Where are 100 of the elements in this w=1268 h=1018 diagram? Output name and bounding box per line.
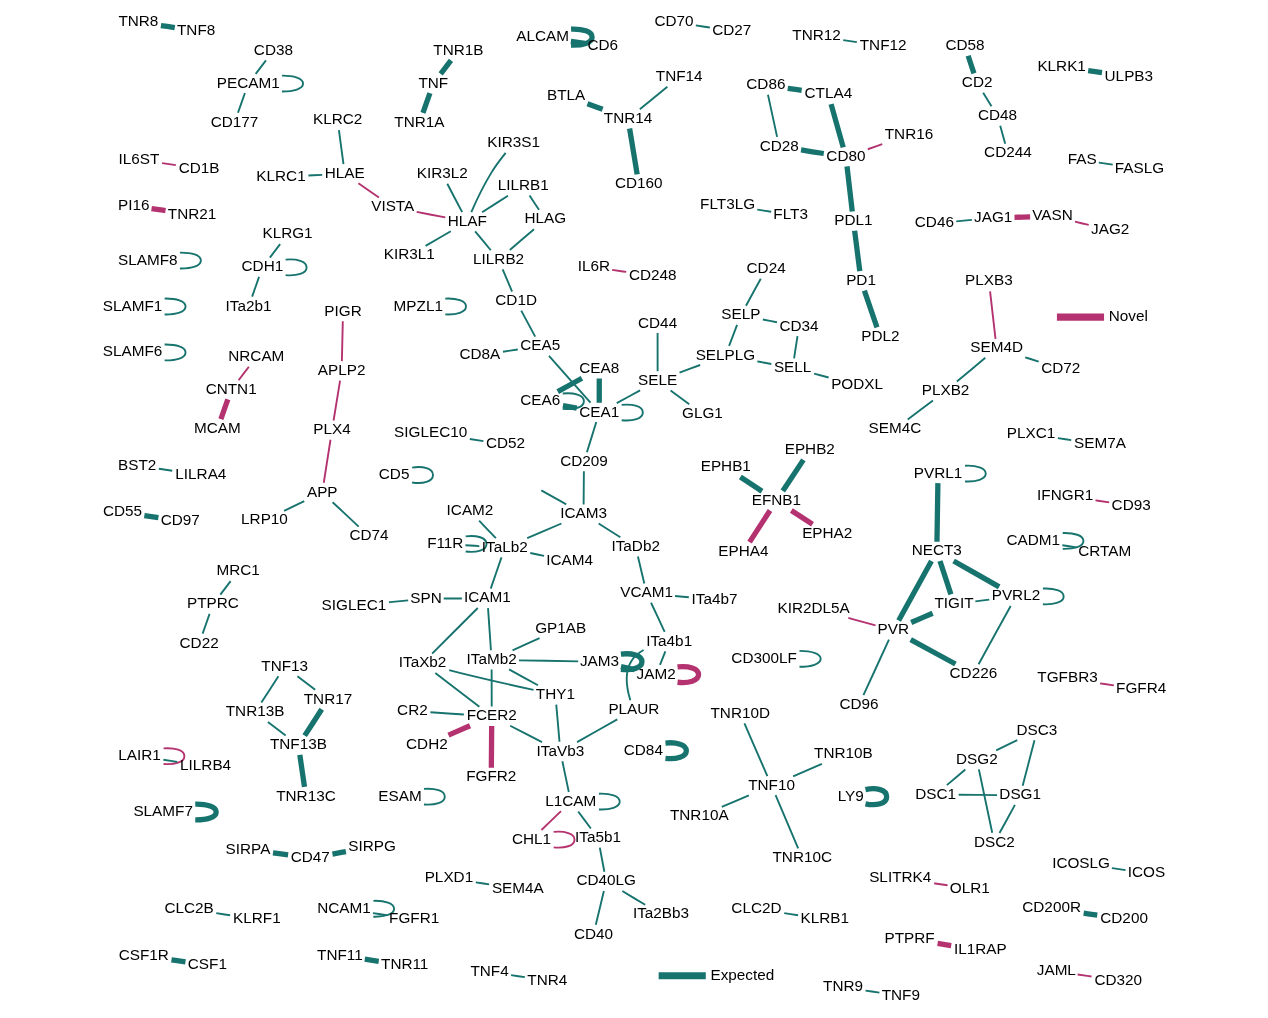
- connector: [755, 208, 772, 213]
- connector: [410, 466, 434, 484]
- node-text: CD209: [559, 451, 608, 469]
- connector: [259, 675, 279, 704]
- connector: [1110, 867, 1126, 872]
- node-text: BTLA: [546, 85, 585, 103]
- node-text: BST2: [117, 455, 156, 473]
- connector: [438, 58, 453, 76]
- connector: [774, 794, 799, 850]
- node-text: EPHA4: [717, 541, 768, 559]
- node-text: TNR14: [603, 108, 652, 126]
- connector: [490, 668, 493, 708]
- connector: [1094, 499, 1110, 504]
- node-text: SLAMF8: [117, 250, 178, 268]
- connector: [866, 143, 883, 151]
- node-text: LRP10: [240, 510, 288, 528]
- node-text: TNF9: [881, 985, 920, 1003]
- connector: [933, 483, 941, 542]
- node-text: FASLG: [1114, 158, 1164, 176]
- connector: [489, 556, 502, 590]
- connector: [988, 290, 996, 340]
- node-text: SEM4D: [969, 338, 1023, 356]
- connector: [1060, 544, 1077, 549]
- node-text: NRCAM: [227, 346, 284, 364]
- connector: [507, 668, 539, 687]
- connector: [656, 332, 659, 373]
- node-text: TNR10B: [813, 744, 873, 762]
- node-text: IFNGR1: [1036, 485, 1093, 503]
- connector: [528, 194, 540, 211]
- connector: [331, 501, 360, 528]
- connector: [720, 794, 750, 808]
- node-text: CD160: [614, 173, 663, 191]
- node-text: KIR3L1: [383, 245, 435, 263]
- node-text: ICAM1: [463, 588, 511, 606]
- node-text: JAM2: [636, 664, 676, 682]
- connector: [597, 792, 621, 811]
- node-text: SIRPA: [225, 839, 270, 857]
- connector: [561, 402, 577, 411]
- node-text: CD300LF: [730, 648, 797, 666]
- connector: [307, 173, 323, 177]
- node-text: FGFR1: [388, 909, 439, 927]
- connector: [424, 230, 452, 247]
- node-text: MCAM: [193, 419, 241, 437]
- node-text: CD40: [573, 924, 613, 942]
- connector: [560, 760, 570, 793]
- connector: [908, 637, 957, 667]
- connector: [998, 803, 1016, 834]
- node-text: TNR4: [526, 970, 567, 988]
- node-text: CLC2B: [163, 899, 214, 917]
- node-text: TNR17: [303, 689, 352, 707]
- node-text: VASN: [1031, 206, 1073, 224]
- connector: [501, 348, 519, 353]
- connector: [443, 297, 467, 316]
- connector: [906, 399, 934, 421]
- node-text: CD84: [623, 740, 663, 758]
- node-text: CLC2D: [730, 899, 782, 917]
- node-text: CHL1: [511, 829, 551, 847]
- node-text: KIR3L2: [416, 164, 468, 182]
- node-text: HLAG: [524, 209, 566, 227]
- connector: [473, 230, 492, 252]
- connector: [282, 500, 305, 512]
- connector: [638, 85, 668, 111]
- node-text: EPHB2: [784, 440, 835, 458]
- connector: [214, 912, 231, 917]
- connector: [828, 103, 846, 149]
- connector: [800, 147, 824, 157]
- node-text: TNF14: [655, 67, 703, 85]
- node-text: CEA8: [578, 358, 619, 376]
- connector: [570, 38, 585, 47]
- connector: [755, 360, 772, 365]
- connector: [792, 335, 798, 360]
- node-text: CD320: [1093, 970, 1142, 988]
- connector: [843, 166, 855, 212]
- connector: [615, 389, 641, 404]
- connector: [1082, 910, 1098, 918]
- connector: [363, 956, 379, 964]
- node-text: HLAE: [324, 163, 365, 181]
- connector: [973, 598, 990, 603]
- connector: [1076, 973, 1092, 978]
- node-text: CD97: [160, 510, 200, 528]
- connector: [446, 723, 471, 738]
- node-text: CD48: [977, 106, 1017, 124]
- connector: [254, 59, 267, 75]
- connector: [508, 228, 535, 251]
- connector: [955, 356, 986, 383]
- node-text: PTPRF: [884, 929, 935, 947]
- node-text: IL6R: [577, 257, 610, 275]
- node-text: CEA5: [519, 336, 560, 354]
- connector: [340, 320, 344, 363]
- node-text: CD28: [759, 136, 799, 154]
- node-text: PLXB2: [921, 380, 969, 398]
- node-text: FGFR4: [1115, 679, 1166, 697]
- connector: [746, 509, 772, 544]
- connector: [1061, 532, 1084, 550]
- node-text: CSF1R: [118, 945, 169, 963]
- connector: [658, 650, 666, 666]
- node-text: PLX4: [312, 420, 351, 438]
- connector: [480, 194, 509, 214]
- node-text: CD96: [838, 694, 879, 712]
- node-text: DSC3: [1016, 720, 1057, 738]
